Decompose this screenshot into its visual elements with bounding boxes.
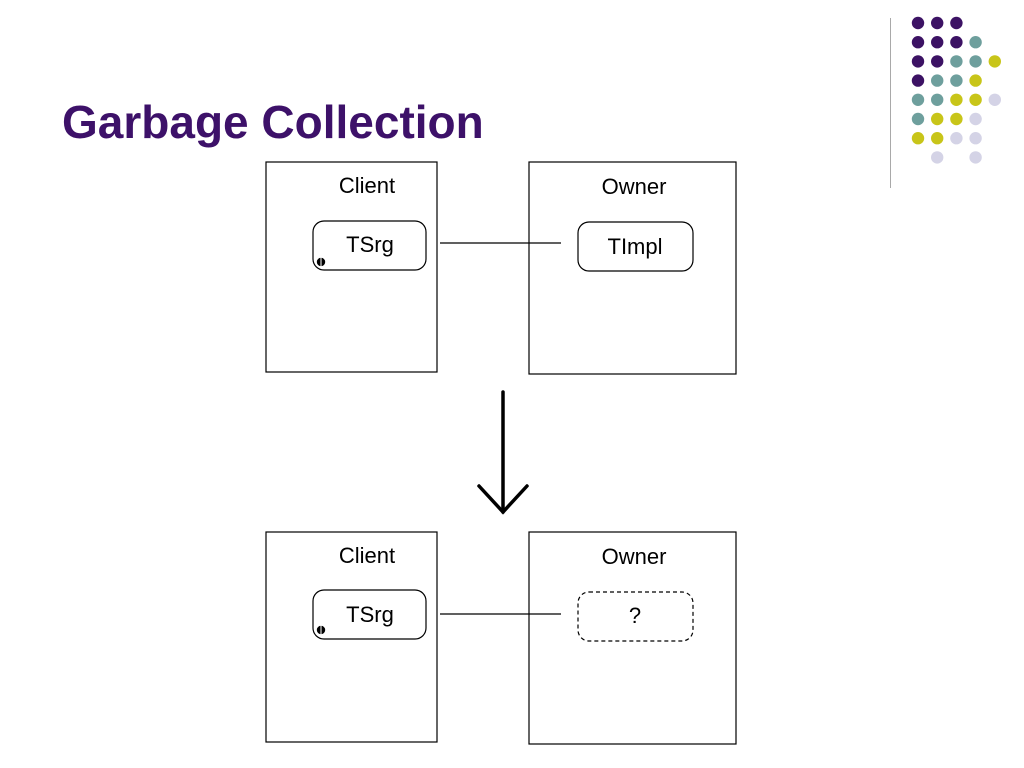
decorative-dot [950,132,963,145]
client-label-after: Client [339,543,395,568]
owner-box-after [528,531,737,745]
missing-object-label-after: ? [629,603,641,628]
decorative-divider-line [890,18,891,188]
decorative-dot [950,55,963,68]
decorative-dot [931,151,944,164]
decorative-dot [931,132,944,145]
decorative-dot [950,93,963,107]
decorative-dot [911,132,925,145]
proxy-object-label-after: TSrg [346,602,394,627]
owner-label-before: Owner [602,174,667,199]
decorative-dot [969,93,982,107]
decorative-dot [911,93,925,107]
decorative-dot [931,112,944,126]
decorative-dot [969,151,982,164]
decorative-dot [931,55,944,68]
decorative-dot [988,55,1001,68]
decorative-dot [950,112,963,126]
decorative-dot [988,93,1001,107]
decorative-dot [969,132,982,145]
decorative-dot [931,36,944,49]
proxy-object-label-before: TSrg [346,232,394,257]
decorative-dot [931,74,944,87]
decorative-dot [969,55,982,68]
decorative-dot [911,16,925,30]
decorative-dot [950,74,963,87]
decorative-dot [950,16,963,30]
client-label-before: Client [339,173,395,198]
impl-object-before [577,221,694,272]
decorative-dot [911,55,925,68]
decorative-dot [969,36,982,49]
decorative-dot-grid [911,16,1001,164]
decorative-dot [950,36,963,49]
owner-box-before [528,161,737,375]
decorative-dot [969,112,982,126]
proxy-object-before [312,220,427,271]
decorative-dot [969,74,982,87]
client-box-before [265,161,438,373]
circle-marker-icon [316,624,326,636]
decorative-dot [911,74,925,87]
decorative-dot [911,36,925,49]
impl-object-label-before: TImpl [608,234,663,259]
decorative-dot [931,16,944,30]
down-arrow-icon [477,390,529,515]
decorative-dot [911,112,925,126]
slide-title: Garbage Collection [62,96,484,148]
client-box-after [265,531,438,743]
circle-marker-icon [316,256,326,268]
proxy-object-after [312,589,427,640]
owner-label-after: Owner [602,544,667,569]
decorative-dot [931,93,944,107]
